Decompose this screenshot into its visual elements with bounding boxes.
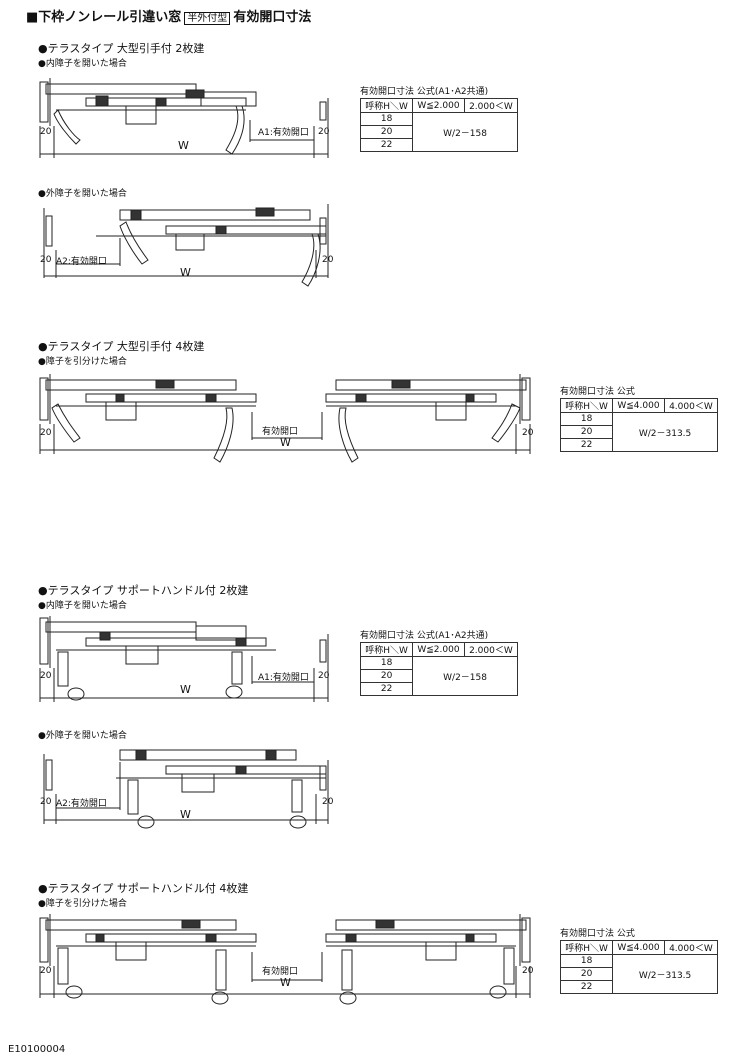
opening-label: A2:有効開口 bbox=[56, 799, 107, 809]
right-margin-dim: 20 bbox=[322, 797, 334, 807]
table-caption: 有効開口寸法 公式(A1･A2共通) bbox=[360, 87, 489, 97]
right-margin-dim: 20 bbox=[522, 966, 534, 976]
page-title: ■下枠ノンレール引違い窓半外付型有効開口寸法 bbox=[26, 10, 312, 25]
window-section-drawing bbox=[43, 749, 329, 829]
window-section-drawing bbox=[39, 374, 531, 463]
window-section-drawing bbox=[43, 204, 329, 287]
view-caption: ●外障子を開いた場合 bbox=[38, 731, 127, 741]
section-heading: ●テラスタイプ 大型引手付 4枚建 bbox=[38, 340, 205, 353]
left-margin-dim: 20 bbox=[40, 797, 52, 807]
view-caption: ●内障子を開いた場合 bbox=[38, 59, 127, 69]
right-margin-dim: 20 bbox=[322, 255, 334, 265]
view-caption: ●外障子を開いた場合 bbox=[38, 189, 127, 199]
section-heading: ●テラスタイプ 大型引手付 2枚建 bbox=[38, 42, 205, 55]
view-caption: ●内障子を開いた場合 bbox=[38, 601, 127, 611]
view-caption: ●障子を引分けた場合 bbox=[38, 899, 127, 909]
right-margin-dim: 20 bbox=[318, 671, 330, 681]
width-label: W bbox=[280, 436, 291, 449]
section-heading: ●テラスタイプ サポートハンドル付 4枚建 bbox=[38, 882, 249, 895]
document-code: E10100004 bbox=[8, 1044, 66, 1055]
opening-label: A1:有効開口 bbox=[258, 128, 309, 138]
view-caption: ●障子を引分けた場合 bbox=[38, 357, 127, 367]
left-margin-dim: 20 bbox=[40, 428, 52, 438]
table-caption: 有効開口寸法 公式(A1･A2共通) bbox=[360, 631, 489, 641]
left-margin-dim: 20 bbox=[40, 671, 52, 681]
width-label: W bbox=[280, 976, 291, 989]
window-section-drawing bbox=[39, 616, 329, 702]
opening-label: 有効開口 bbox=[262, 427, 299, 437]
opening-label: A2:有効開口 bbox=[56, 257, 107, 267]
right-margin-dim: 20 bbox=[522, 428, 534, 438]
opening-label: A1:有効開口 bbox=[258, 673, 309, 683]
window-section-drawing bbox=[39, 78, 329, 158]
left-margin-dim: 20 bbox=[40, 966, 52, 976]
table-caption: 有効開口寸法 公式 bbox=[560, 387, 635, 397]
width-label: W bbox=[178, 139, 189, 152]
left-margin-dim: 20 bbox=[40, 127, 52, 137]
window-section-drawing bbox=[39, 914, 531, 1005]
table-caption: 有効開口寸法 公式 bbox=[560, 929, 635, 939]
right-margin-dim: 20 bbox=[318, 127, 330, 137]
width-label: W bbox=[180, 683, 191, 696]
title-badge: 半外付型 bbox=[184, 12, 231, 25]
section-heading: ●テラスタイプ サポートハンドル付 2枚建 bbox=[38, 584, 249, 597]
width-label: W bbox=[180, 266, 191, 279]
width-label: W bbox=[180, 808, 191, 821]
left-margin-dim: 20 bbox=[40, 255, 52, 265]
opening-label: 有効開口 bbox=[262, 967, 299, 977]
